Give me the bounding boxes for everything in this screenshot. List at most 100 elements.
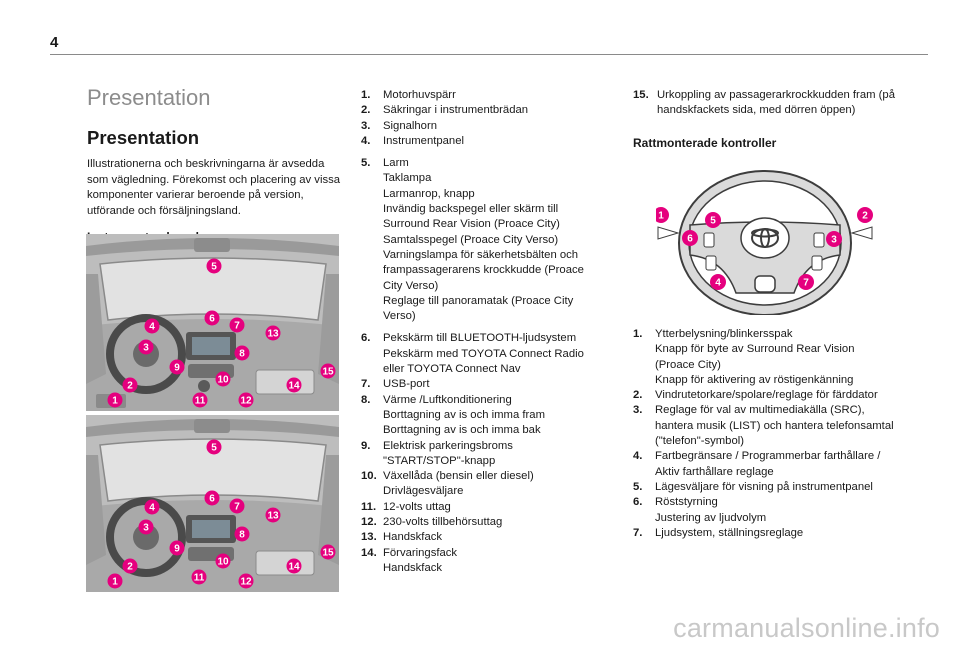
svg-text:4: 4	[149, 503, 155, 514]
callout-8: 8	[234, 345, 250, 361]
svg-text:12: 12	[240, 396, 252, 407]
intro-paragraph: Illustrationerna och beskrivningarna är …	[87, 158, 341, 217]
dashboard-illustration-lhd: 5 4 3 6 7 13 8 9 10 15 14 2 1 11 12	[86, 234, 339, 411]
list-item: 12. 230-volts tillbehörsuttag	[361, 516, 503, 529]
callout-6: 6	[204, 310, 220, 326]
list-item: 8. Värme /Luftkonditionering Borttagning…	[361, 393, 545, 437]
list-item: 10. Växellåda (bensin eller diesel) Driv…	[361, 470, 534, 498]
svg-text:2: 2	[127, 562, 133, 573]
svg-text:3: 3	[831, 235, 837, 246]
svg-text:15: 15	[322, 367, 334, 378]
list-item: 5. Lägesväljare för visning på instrumen…	[633, 480, 873, 493]
callout-3: 3	[138, 519, 154, 535]
svg-text:2: 2	[862, 211, 868, 222]
callout-7: 7	[229, 498, 245, 514]
svg-text:13: 13	[267, 329, 279, 340]
svg-text:9: 9	[174, 363, 180, 374]
callout-8: 8	[234, 526, 250, 542]
callout-2: 2	[857, 207, 873, 223]
list-item: 13. Handskfack	[361, 531, 443, 544]
svg-text:1: 1	[112, 577, 118, 588]
list-item: 7. USB-port	[361, 378, 430, 391]
list-item: 3. Reglage för val av multimediakälla (S…	[633, 404, 894, 448]
callout-14: 14	[286, 558, 302, 574]
svg-text:5: 5	[211, 262, 217, 273]
dashboard-lhd-svg: 5 4 3 6 7 13 8 9 10 15 14 2 1 11 12	[86, 234, 339, 411]
svg-text:6: 6	[209, 494, 215, 505]
dashboard-rhd-svg: 5 6 7 4 13 3 8 9 15 10 2 14 11 1 12	[86, 415, 339, 592]
callout-1: 1	[656, 207, 669, 223]
callout-1: 1	[107, 573, 123, 589]
callout-1: 1	[107, 392, 123, 408]
callout-4: 4	[144, 318, 160, 334]
svg-text:6: 6	[687, 234, 693, 245]
list-item: 6. Pekskärm till BLUETOOTH-ljudsystem Pe…	[361, 332, 584, 376]
callout-3: 3	[138, 339, 154, 355]
svg-text:2: 2	[127, 381, 133, 392]
list-item: 9. Elektrisk parkeringsbroms "START/STOP…	[361, 439, 513, 467]
callout-7: 7	[798, 274, 814, 290]
svg-text:4: 4	[149, 322, 155, 333]
callout-9: 9	[169, 359, 185, 375]
callout-5: 5	[206, 258, 222, 274]
svg-text:1: 1	[112, 396, 118, 407]
callout-9: 9	[169, 540, 185, 556]
svg-text:4: 4	[715, 278, 721, 289]
callout-13: 13	[265, 507, 281, 523]
svg-text:6: 6	[209, 314, 215, 325]
steering-heading: Rattmonterade kontroller	[633, 135, 777, 150]
steering-controls-column: 15. Urkoppling av passagerarkrockkudden …	[633, 88, 895, 539]
svg-text:5: 5	[211, 443, 217, 454]
list-item: 2. Vindrutetorkare/spolare/reglage för f…	[633, 389, 878, 402]
svg-text:7: 7	[234, 502, 240, 513]
list-item: 3. Signalhorn	[361, 119, 438, 132]
intro-column: Presentation Presentation Illustrationer…	[87, 85, 342, 244]
list-item: 14. Förvaringsfack Handskfack	[361, 546, 458, 574]
svg-text:11: 11	[194, 573, 205, 584]
callout-4: 4	[144, 499, 160, 515]
list-item: 4. Instrumentpanel	[361, 134, 465, 147]
section-title: Presentation	[87, 85, 211, 110]
svg-text:3: 3	[143, 523, 149, 534]
svg-text:11: 11	[195, 396, 206, 407]
svg-text:8: 8	[239, 349, 245, 360]
callout-4: 4	[710, 274, 726, 290]
callout-6: 6	[682, 230, 698, 246]
callout-12: 12	[238, 573, 254, 589]
callout-5: 5	[705, 212, 721, 228]
callout-5: 5	[206, 439, 222, 455]
subsection-title: Presentation	[87, 127, 200, 148]
steering-control-list: 1. Ytterbelysning/blinkersspak Knapp för…	[633, 327, 895, 541]
component-list: 1. Motorhuvspärr 2. Säkringar i instrume…	[361, 88, 601, 576]
watermark: carmanualsonline.info	[673, 613, 940, 643]
steering-wheel-svg: 1 5 2 6 3 4 7	[656, 170, 873, 315]
svg-text:14: 14	[288, 381, 300, 392]
svg-text:9: 9	[174, 544, 180, 555]
list-item: 7. Ljudsystem, ställningsreglage	[633, 526, 804, 539]
svg-text:10: 10	[217, 375, 229, 386]
svg-text:13: 13	[267, 511, 279, 522]
callout-12: 12	[238, 392, 254, 408]
callout-11: 11	[191, 569, 207, 585]
svg-text:7: 7	[234, 321, 240, 332]
svg-text:1: 1	[658, 211, 664, 222]
callout-15: 15	[320, 544, 336, 560]
callout-13: 13	[265, 325, 281, 341]
callout-10: 10	[215, 371, 231, 387]
callout-2: 2	[122, 377, 138, 393]
callout-14: 14	[286, 377, 302, 393]
svg-text:5: 5	[710, 216, 716, 227]
callout-10: 10	[215, 553, 231, 569]
svg-text:14: 14	[288, 562, 300, 573]
list-item: 2. Säkringar i instrumentbrädan	[361, 104, 529, 117]
svg-text:7: 7	[803, 278, 809, 289]
svg-text:10: 10	[217, 557, 229, 568]
list-item: 1. Motorhuvspärr	[361, 89, 456, 101]
callout-3: 3	[826, 231, 842, 247]
page-number: 4	[50, 34, 59, 51]
svg-text:8: 8	[239, 530, 245, 541]
dashboard-illustration-rhd: 5 6 7 4 13 3 8 9 15 10 2 14 11 1 12	[86, 415, 339, 592]
list-item: 11. 12-volts uttag	[361, 500, 451, 513]
list-item: 4. Fartbegränsare / Programmerbar farthå…	[633, 450, 881, 478]
callout-15: 15	[320, 363, 336, 379]
